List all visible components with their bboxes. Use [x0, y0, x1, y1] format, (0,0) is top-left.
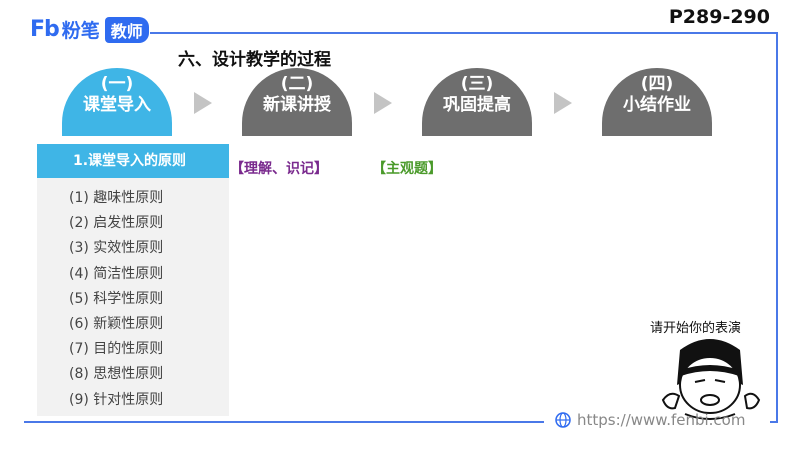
step-1-lead-in[interactable]: (一) 课堂导入: [62, 68, 172, 136]
step-3-consolidate[interactable]: (三) 巩固提高: [422, 68, 532, 136]
list-item: (9) 针对性原则: [69, 391, 164, 408]
sticker-caption: 请开始你的表演: [650, 321, 742, 336]
frame-top-line: [150, 32, 778, 34]
list-item: (7) 目的性原则: [69, 341, 164, 358]
globe-icon: [555, 412, 571, 428]
step-label: 巩固提高: [443, 95, 511, 115]
meme-face-icon: [661, 339, 761, 420]
logo-badge: 教师: [104, 16, 149, 43]
list-item: (6) 新颖性原则: [69, 315, 164, 332]
step-4-summary[interactable]: (四) 小结作业: [602, 68, 712, 136]
arrow-right-icon: [194, 92, 212, 114]
step-number: (二): [280, 74, 314, 94]
frame-bottom-line-end: [770, 421, 778, 423]
logo-name: 粉笔: [61, 20, 100, 42]
tag-subjective-question: 【主观题】: [372, 161, 442, 177]
logo-mark: Fb: [30, 17, 60, 42]
list-item: (2) 启发性原则: [69, 215, 164, 232]
arrow-right-icon: [554, 92, 572, 114]
website-url: https://www.fenbi.com: [577, 411, 746, 429]
step-label: 新课讲授: [263, 95, 331, 115]
list-item: (8) 思想性原则: [69, 366, 164, 383]
list-item: (3) 实效性原则: [69, 240, 164, 257]
website-link[interactable]: https://www.fenbi.com: [555, 411, 745, 429]
fenbi-logo: Fb 粉笔 教师: [30, 16, 149, 43]
frame-bottom-line: [24, 421, 544, 423]
list-item: (4) 简洁性原则: [69, 265, 164, 282]
arrow-right-icon: [374, 92, 392, 114]
principles-list: (1) 趣味性原则 (2) 启发性原则 (3) 实效性原则 (4) 简洁性原则 …: [37, 178, 229, 413]
page-number: P289-290: [668, 6, 770, 28]
list-item: (5) 科学性原则: [69, 290, 164, 307]
step-label: 课堂导入: [83, 95, 151, 115]
list-item: (1) 趣味性原则: [69, 190, 164, 206]
principles-heading: 1.课堂导入的原则: [37, 144, 229, 178]
principles-panel: 1.课堂导入的原则 (1) 趣味性原则 (2) 启发性原则 (3) 实效性原则 …: [37, 144, 229, 416]
step-number: (四): [640, 74, 674, 94]
step-label: 小结作业: [623, 95, 691, 115]
step-number: (三): [460, 74, 494, 94]
step-number: (一): [100, 74, 134, 94]
step-2-new-lesson[interactable]: (二) 新课讲授: [242, 68, 352, 136]
section-title: 六、设计教学的过程: [178, 50, 331, 70]
frame-right-line: [776, 32, 778, 422]
tag-understand-memorize: 【理解、识记】: [230, 161, 328, 177]
